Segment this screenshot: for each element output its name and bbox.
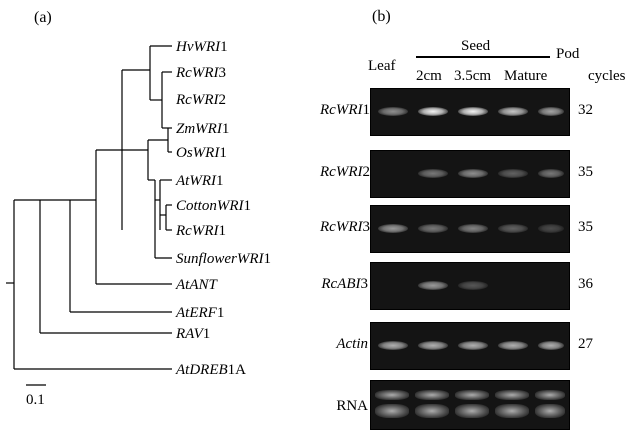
gel-strip — [370, 88, 570, 136]
gene-suffix: 3 — [360, 276, 369, 292]
gene-suffix: 1 — [362, 102, 370, 118]
rna-band — [375, 390, 409, 400]
gene-name: Actin — [336, 336, 368, 352]
leaf-atant: AtANT — [175, 277, 218, 293]
gene-label: RcWRI3 — [320, 219, 370, 236]
header-3-5cm: 3.5cm — [454, 68, 492, 84]
scale-bar-label: 0.1 — [26, 392, 45, 408]
gel-band — [538, 224, 564, 233]
gene-label: RcWRI1 — [320, 102, 370, 119]
gel-band — [498, 107, 528, 116]
gene-name: RcWRI — [320, 219, 363, 235]
tree-leaves: HvWRI1 RcWRI3 RcWRI2 ZmWRI1 OsWRI1 AtWRI… — [175, 39, 271, 378]
leaf-atdreb1a: AtDREB1A — [175, 362, 246, 378]
gel-band — [458, 169, 488, 178]
gel-band — [418, 224, 448, 233]
header-leaf: Leaf — [368, 58, 396, 74]
gene-label: RcABI3 — [320, 276, 368, 293]
leaf-rcwri2: RcWRI2 — [175, 92, 226, 108]
leaf-aterf1: AtERF1 — [175, 305, 224, 321]
leaf-cottonwri1: CottonWRI1 — [176, 198, 251, 214]
gel-band — [538, 107, 564, 116]
rna-band — [495, 390, 529, 400]
gel-band — [378, 341, 408, 350]
gel-strip — [370, 150, 570, 198]
rna-band — [455, 390, 489, 400]
gene-suffix: 2 — [362, 164, 370, 180]
gel-band — [458, 341, 488, 350]
leaf-zmwri1: ZmWRI1 — [176, 121, 229, 137]
gel-band — [418, 341, 448, 350]
gene-name: RcABI — [321, 276, 361, 292]
gene-name: RcWRI — [320, 164, 363, 180]
header-cycles: cycles — [588, 68, 626, 84]
gel-band — [418, 281, 448, 290]
gel-band — [378, 224, 408, 233]
rna-band — [495, 404, 529, 418]
header-pod: Pod — [556, 46, 580, 62]
leaf-rcwri1: RcWRI1 — [175, 223, 226, 239]
cycle-count: 27 — [578, 336, 593, 352]
rna-band — [455, 404, 489, 418]
leaf-oswri1: OsWRI1 — [176, 145, 227, 161]
gel-strip — [370, 322, 570, 370]
gel-band — [458, 107, 488, 116]
panel-b-gel: (b) Leaf Seed Pod 2cm 3.5cm Mature cycle… — [320, 0, 640, 438]
gel-band — [498, 169, 528, 178]
gel-band — [458, 224, 488, 233]
seed-bracket-line — [416, 56, 550, 58]
gene-name: RcWRI — [320, 102, 363, 118]
gel-strip — [370, 205, 570, 253]
gene-label: RcWRI2 — [320, 164, 370, 181]
gene-label: Actin — [320, 336, 368, 353]
gel-band — [458, 281, 488, 290]
leaf-rav1: RAV1 — [175, 326, 210, 342]
gene-suffix: 3 — [362, 219, 370, 235]
gel-band — [378, 107, 408, 116]
leaf-atwri1: AtWRI1 — [175, 173, 223, 189]
leaf-sunflowerwri1: SunflowerWRI1 — [176, 251, 271, 267]
gel-band — [538, 169, 564, 178]
panel-a-phylogenetic-tree: (a) — [6, 9, 271, 408]
gel-band — [498, 341, 528, 350]
panel-a-label: (a) — [34, 9, 52, 26]
rna-band — [535, 390, 565, 400]
rna-band — [375, 404, 409, 418]
gel-band — [498, 224, 528, 233]
panel-b-label: (b) — [372, 8, 391, 25]
gel-band — [418, 169, 448, 178]
gel-band — [418, 107, 448, 116]
leaf-rcwri3: RcWRI3 — [175, 65, 226, 81]
tree-svg: (a) — [6, 9, 271, 408]
header-mature: Mature — [504, 68, 548, 84]
rna-label: RNA — [336, 398, 368, 414]
header-seed: Seed — [461, 38, 491, 54]
gel-strip — [370, 262, 570, 310]
rna-band — [415, 404, 449, 418]
cycle-count: 35 — [578, 219, 593, 235]
cycle-count: 35 — [578, 164, 593, 180]
leaf-hvwri1: HvWRI1 — [175, 39, 228, 55]
rna-gel — [370, 380, 570, 430]
rna-band — [535, 404, 565, 418]
cycle-count: 32 — [578, 102, 593, 118]
rna-band — [415, 390, 449, 400]
gel-band — [538, 341, 564, 350]
header-2cm: 2cm — [416, 68, 442, 84]
tree-branches — [6, 45, 172, 386]
cycle-count: 36 — [578, 276, 593, 292]
